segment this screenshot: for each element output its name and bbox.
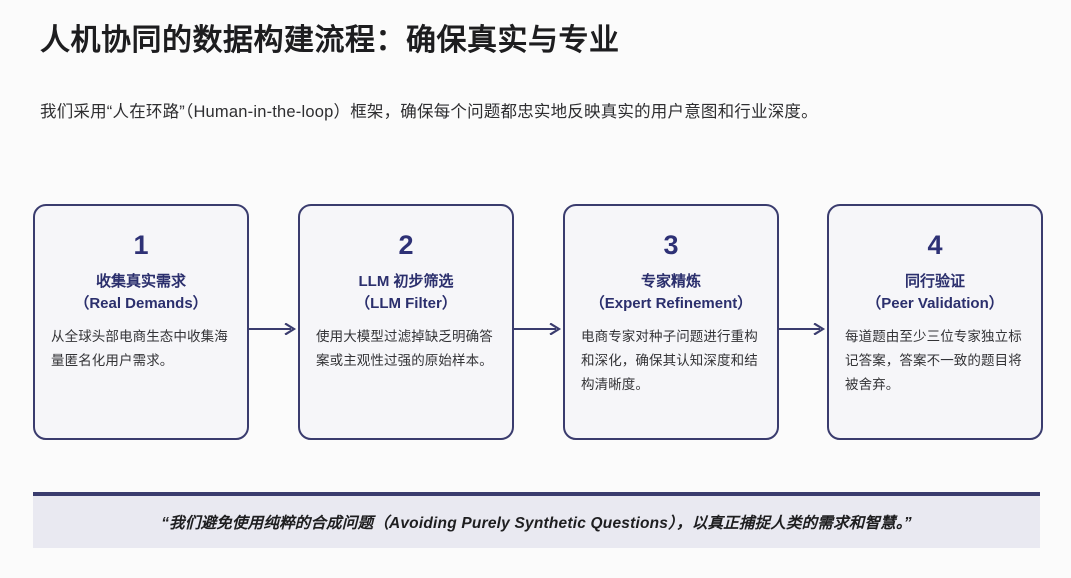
step-number: 1 — [133, 230, 149, 260]
step-heading: 同行验证 （Peer Validation） — [845, 271, 1025, 315]
step-description: 每道题由至少三位专家独立标记答案，答案不一致的题目将被舍弃。 — [845, 328, 1022, 392]
step-heading-en: （Real Demands） — [74, 294, 208, 312]
step-heading: 收集真实需求 （Real Demands） — [51, 271, 231, 315]
step-heading-en: （Expert Refinement） — [589, 294, 753, 312]
quote-band: “我们避免使用纯粹的合成问题（Avoiding Purely Synthetic… — [33, 492, 1040, 548]
step-heading-cn: 同行验证 — [904, 273, 965, 290]
step-description: 使用大模型过滤掉缺乏明确答案或主观性过强的原始样本。 — [316, 328, 493, 368]
step-heading: LLM 初步筛选 （LLM Filter） — [316, 271, 496, 315]
footer-quote: “我们避免使用纯粹的合成问题（Avoiding Purely Synthetic… — [161, 515, 912, 532]
step-card-2: 2 LLM 初步筛选 （LLM Filter） 使用大模型过滤掉缺乏明确答案或主… — [298, 204, 514, 440]
step-card-1: 1 收集真实需求 （Real Demands） 从全球头部电商生态中收集海量匿名… — [33, 204, 249, 440]
step-card-4: 4 同行验证 （Peer Validation） 每道题由至少三位专家独立标记答… — [827, 204, 1043, 440]
arrow-right-icon — [514, 323, 563, 335]
step-heading-cn: 专家精炼 — [640, 273, 701, 290]
step-number: 3 — [663, 230, 679, 260]
step-heading: 专家精炼 （Expert Refinement） — [581, 271, 761, 315]
step-description: 电商专家对种子问题进行重构和深化，确保其认知深度和结构清晰度。 — [581, 328, 758, 392]
step-heading-en: （Peer Validation） — [866, 294, 1004, 312]
page-subtitle: 我们采用“人在环路”（Human-in-the-loop）框架，确保每个问题都忠… — [40, 103, 818, 121]
step-number: 2 — [398, 230, 414, 260]
arrow-right-icon — [778, 323, 827, 335]
step-heading-cn: 收集真实需求 — [95, 273, 186, 290]
step-description: 从全球头部电商生态中收集海量匿名化用户需求。 — [51, 328, 228, 368]
step-number: 4 — [927, 230, 943, 260]
step-heading-en: （LLM Filter） — [355, 294, 457, 312]
page-title: 人机协同的数据构建流程：确保真实与专业 — [40, 24, 620, 57]
step-heading-cn: LLM 初步筛选 — [358, 273, 454, 290]
arrow-right-icon — [249, 323, 298, 335]
process-flow: 1 收集真实需求 （Real Demands） 从全球头部电商生态中收集海量匿名… — [33, 204, 1043, 442]
step-card-3: 3 专家精炼 （Expert Refinement） 电商专家对种子问题进行重构… — [563, 204, 779, 440]
